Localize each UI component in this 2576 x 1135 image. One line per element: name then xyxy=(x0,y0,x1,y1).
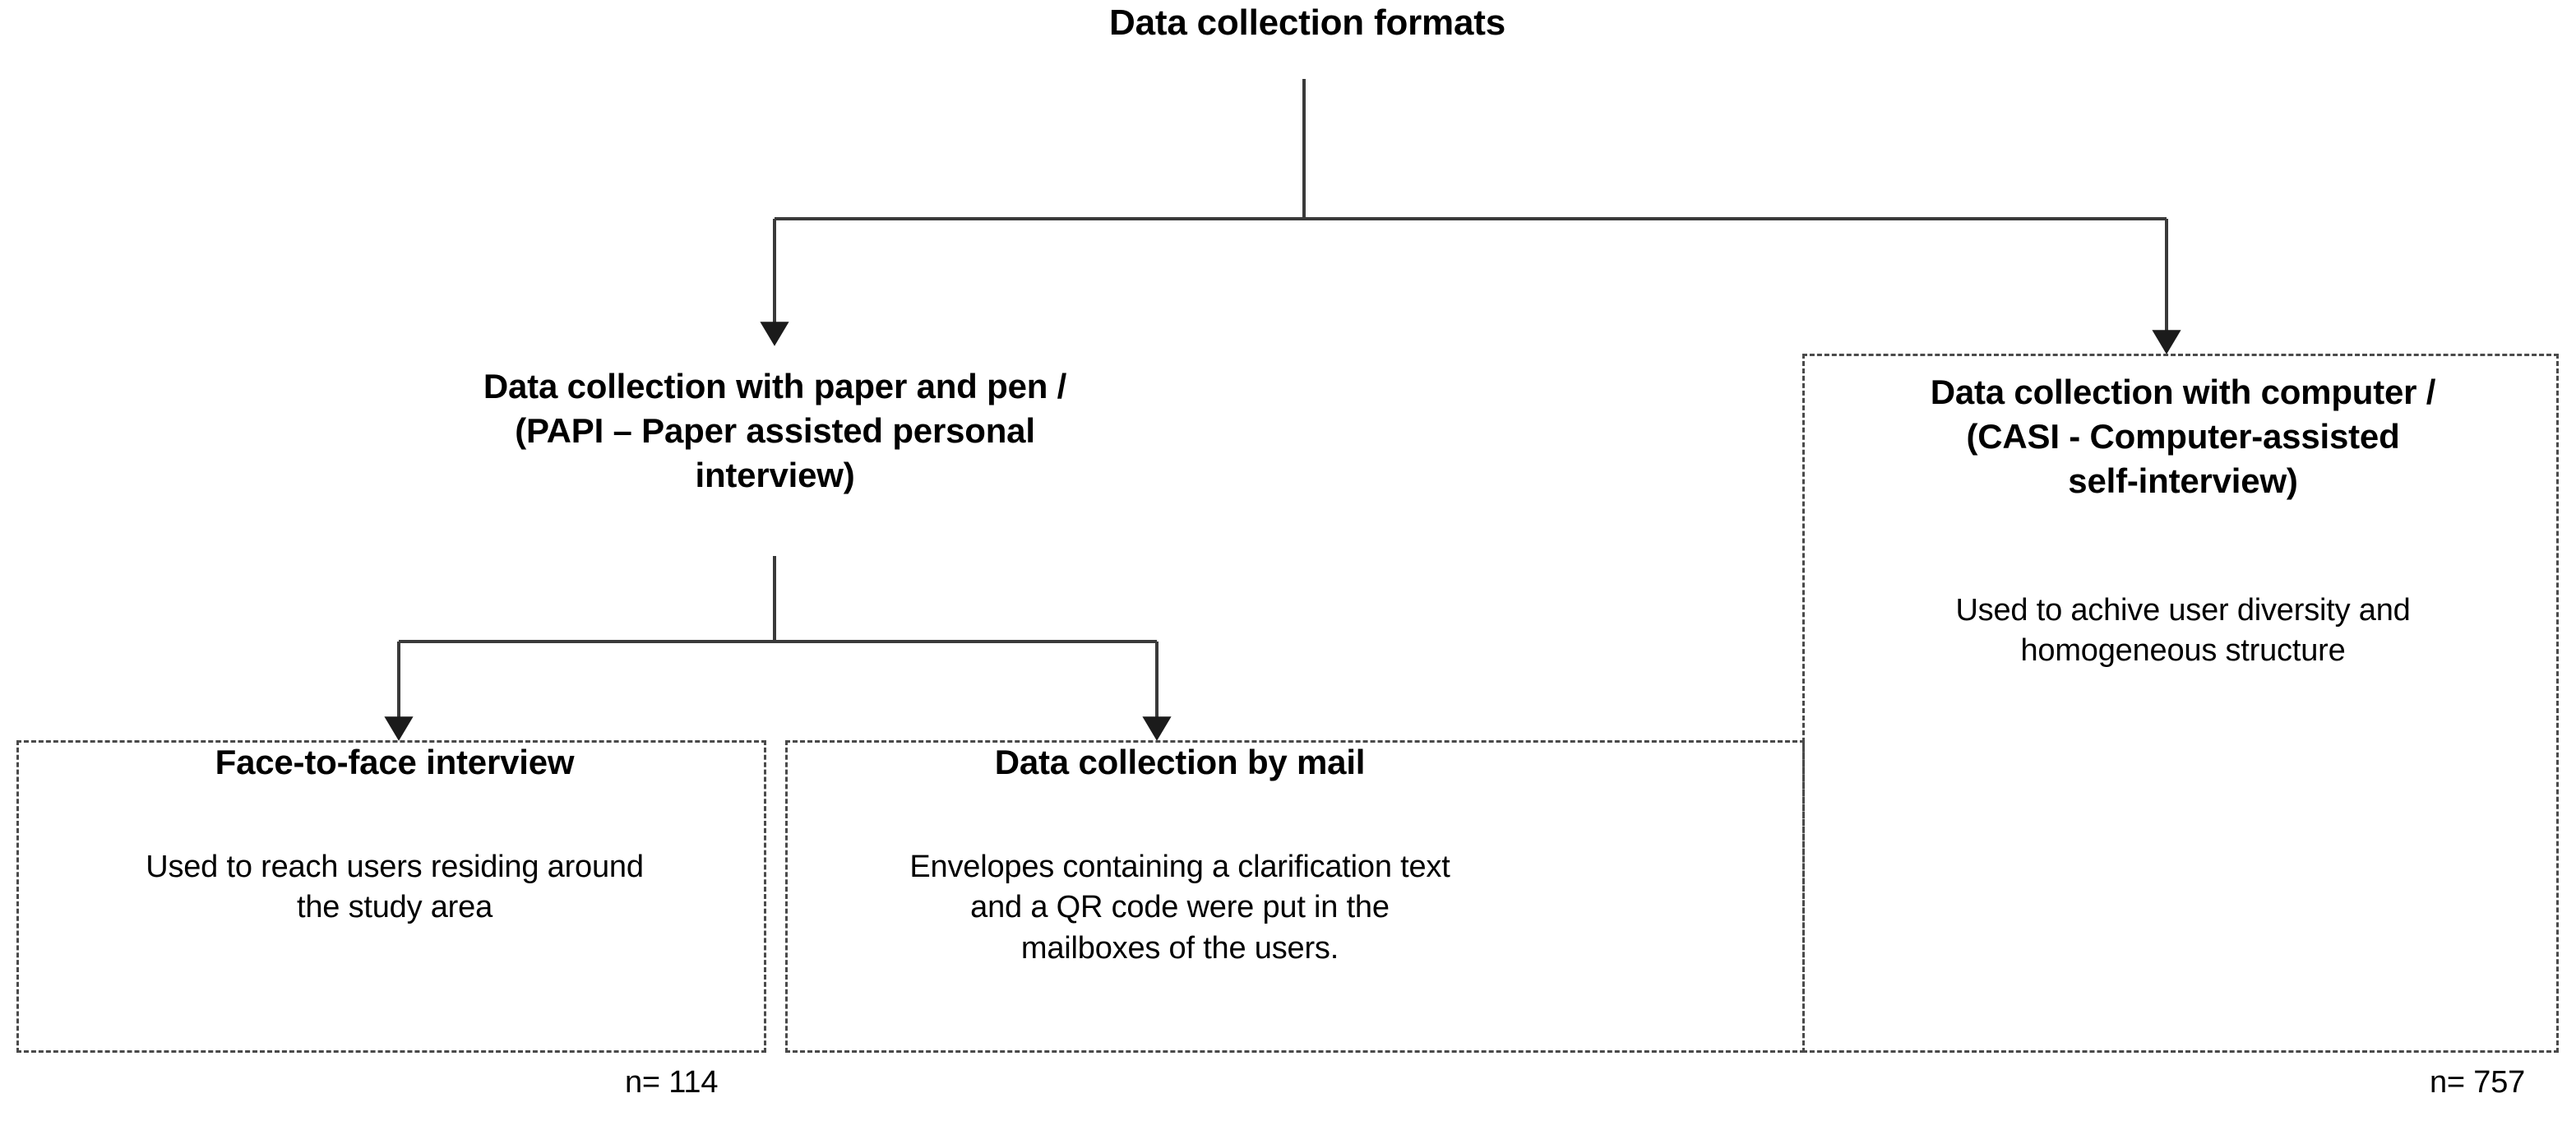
papi-title-line-2: (PAPI – Paper assisted personal xyxy=(515,410,1035,450)
papi-node-title: Data collection with paper and pen / (PA… xyxy=(333,364,1217,497)
papi-title-line-3: interview) xyxy=(695,455,855,494)
casi-title-line-1: Data collection with computer / xyxy=(1930,373,2436,411)
mail-body-line-1: Envelopes containing a clarification tex… xyxy=(909,850,1450,884)
casi-title-line-2: (CASI - Computer-assisted xyxy=(1966,416,2400,456)
casi-body-line-2: homogeneous structure xyxy=(2020,633,2346,669)
node-box-mail xyxy=(785,740,1805,1053)
node-box-casi xyxy=(1802,354,2559,1053)
face-to-face-body-line-1: Used to reach users residing around xyxy=(146,850,644,884)
root-node-title: Data collection formats xyxy=(1109,2,1505,43)
casi-title-line-3: self-interview) xyxy=(2068,461,2298,500)
face-to-face-node-title: Face-to-face interview xyxy=(215,743,575,781)
casi-node-body: Used to achive user diversity and homoge… xyxy=(1821,591,2545,672)
sample-size-label-papi: n= 114 xyxy=(625,1065,719,1100)
node-box-face-to-face xyxy=(16,740,766,1053)
face-to-face-body-line-2: the study area xyxy=(296,890,493,925)
mail-body-line-2: and a QR code were put in the xyxy=(970,890,1390,925)
mail-node-title: Data collection by mail xyxy=(994,743,1366,781)
papi-title-line-1: Data collection with paper and pen / xyxy=(483,367,1067,405)
casi-node-title: Data collection with computer / (CASI - … xyxy=(1817,370,2549,503)
mail-body-line-3: mailboxes of the users. xyxy=(1020,930,1339,966)
mail-node-body: Envelopes containing a clarification tex… xyxy=(789,847,1570,969)
face-to-face-node-body: Used to reach users residing around the … xyxy=(29,847,761,929)
sample-size-label-casi: n= 757 xyxy=(2430,1065,2526,1100)
casi-body-line-1: Used to achive user diversity and xyxy=(1955,593,2411,628)
